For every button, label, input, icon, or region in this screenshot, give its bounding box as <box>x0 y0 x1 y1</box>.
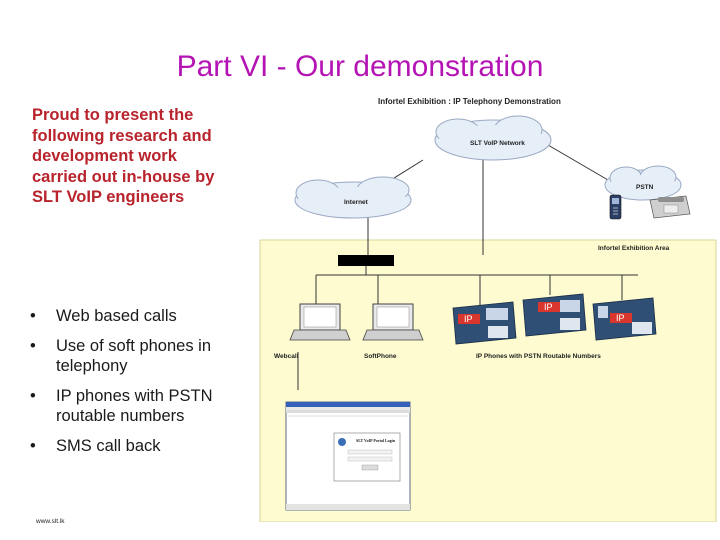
bullet-dot: • <box>30 387 36 405</box>
ip-badge: IP <box>464 314 473 324</box>
ip-phones-label: IP Phones with PSTN Routable Numbers <box>476 353 601 360</box>
bullet-item-soft-phones: • Use of soft phones in telephony <box>30 336 265 376</box>
browser-screenshot: SLT VoIP Portal Login <box>285 401 411 511</box>
laptop-webcall-icon <box>289 303 351 341</box>
ip-phone-icon-1: IP <box>452 301 517 345</box>
bullet-item-ip-phones: • IP phones with PSTN routable numbers <box>30 386 265 426</box>
ip-badge: IP <box>616 313 625 323</box>
mobile-phone-icon <box>609 194 622 220</box>
ip-phone-icon-2: IP <box>522 293 587 337</box>
diagram-title: Infortel Exhibition : IP Telephony Demon… <box>378 97 561 106</box>
internet-label: Internet <box>344 199 369 206</box>
login-panel-title: SLT VoIP Portal Login <box>356 438 396 443</box>
voip-network-label: SLT VoIP Network <box>470 140 525 147</box>
bullet-text: Use of soft phones in telephony <box>56 337 212 375</box>
lan-connectors <box>315 266 638 308</box>
bullet-item-sms: • SMS call back <box>30 436 265 456</box>
ip-phone-icon-3: IP <box>592 297 657 341</box>
network-diagram: Infortel Exhibition : IP Telephony Demon… <box>259 97 717 522</box>
laptop-softphone-icon <box>362 303 424 341</box>
bullet-text: Web based calls <box>56 307 177 325</box>
bullet-text: SMS call back <box>56 437 161 455</box>
bullet-item-web-calls: • Web based calls <box>30 306 265 326</box>
bullet-dot: • <box>30 307 36 325</box>
voip-network-cloud: SLT VoIP Network <box>434 115 552 161</box>
pstn-label: PSTN <box>636 184 654 191</box>
bullet-list: • Web based calls • Use of soft phones i… <box>30 306 265 456</box>
pstn-cloud: PSTN <box>604 165 682 201</box>
router-box <box>338 255 394 266</box>
intro-text: Proud to present the following research … <box>32 106 215 206</box>
bullet-dot: • <box>30 437 36 455</box>
webcall-label: Webcall <box>274 353 299 360</box>
bullet-dot: • <box>30 337 36 355</box>
softphone-label: SoftPhone <box>364 353 397 360</box>
footer-url: www.slt.lk <box>36 518 65 525</box>
exhibition-area-label: Infortel Exhibition Area <box>598 245 670 252</box>
bullet-text: IP phones with PSTN routable numbers <box>56 387 213 425</box>
ip-badge: IP <box>544 302 553 312</box>
slide-title: Part VI - Our demonstration <box>176 50 544 83</box>
pstn-desk-phone-icon <box>649 195 691 219</box>
internet-cloud: Internet <box>294 176 412 219</box>
